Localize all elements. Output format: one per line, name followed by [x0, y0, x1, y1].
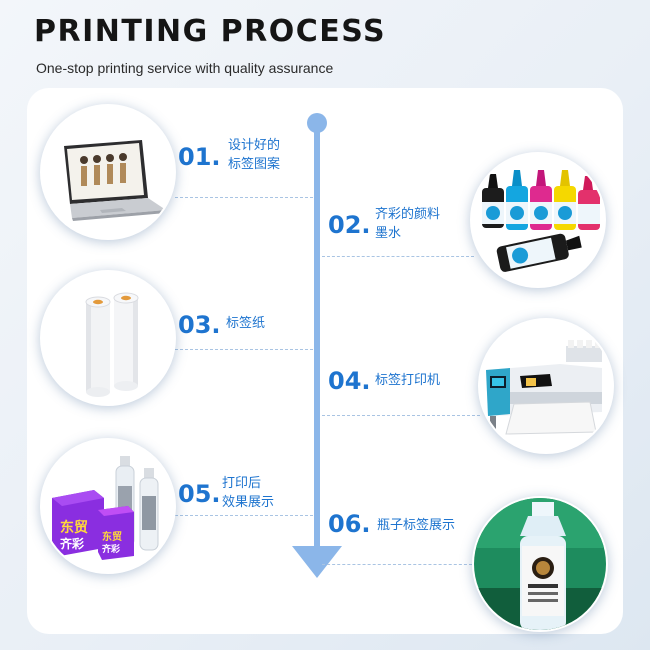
label-printer-icon	[478, 318, 614, 454]
step-6-number: 06.	[328, 510, 371, 538]
svg-text:东贸: 东贸	[102, 530, 122, 543]
step-5-number: 05.	[178, 480, 221, 508]
step-3-number: 03.	[178, 311, 221, 339]
step-6-label: 瓶子标签展示	[377, 518, 456, 533]
page-title: PRINTING PROCESS	[34, 14, 387, 49]
labeled-bottle-icon	[472, 496, 608, 632]
timeline-start-dot	[307, 113, 327, 133]
step-5-label: 打印后 效果展示	[222, 476, 275, 510]
label-paper-roll-icon	[40, 270, 176, 406]
step-5-divider	[175, 515, 313, 516]
svg-text:东贸: 东贸	[60, 519, 88, 536]
step-4-label: 标签打印机	[375, 373, 441, 388]
step-4-number: 04.	[328, 367, 371, 395]
ink-bottles-icon	[470, 152, 606, 288]
svg-text:齐彩: 齐彩	[60, 536, 84, 551]
step-4-divider	[322, 415, 480, 416]
step-6-divider	[322, 564, 472, 565]
step-1-label: 设计好的 标签图案	[228, 138, 281, 172]
step-2-label: 齐彩的颜料 墨水	[375, 207, 441, 241]
step-3-label: 标签纸	[226, 316, 266, 331]
step-1-divider	[175, 197, 313, 198]
timeline-arrow-icon	[292, 546, 342, 578]
timeline-axis	[314, 121, 320, 551]
step-2-divider	[322, 256, 474, 257]
step-3-divider	[175, 349, 313, 350]
step-2-number: 02.	[328, 211, 371, 239]
laptop-icon	[40, 104, 176, 240]
svg-text:齐彩: 齐彩	[102, 543, 120, 555]
page-subtitle: One-stop printing service with quality a…	[36, 60, 334, 76]
printed-products-icon: 东贸 齐彩 东贸 齐彩	[40, 438, 176, 574]
step-1-number: 01.	[178, 143, 221, 171]
